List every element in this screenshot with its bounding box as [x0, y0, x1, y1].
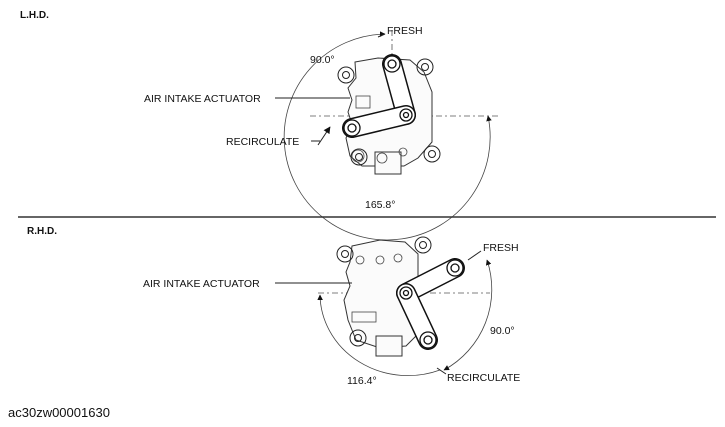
- figure-caption: ac30zw00001630: [8, 405, 110, 420]
- rhd-angle-large: 116.4°: [347, 375, 377, 387]
- lhd-section-label: L.H.D.: [20, 10, 49, 21]
- rhd-section: R.H.D.: [27, 226, 520, 387]
- lhd-mount-ear-bottom-right: [423, 145, 441, 163]
- rhd-angle-arc: [443, 259, 493, 371]
- rhd-section-label: R.H.D.: [27, 226, 57, 237]
- lhd-mount-ear-bottom-left: [350, 148, 368, 166]
- rhd-fresh-label: FRESH: [483, 242, 519, 254]
- lhd-pivot-center: [399, 108, 413, 122]
- rhd-pivot-recirculate: [419, 331, 437, 349]
- lhd-pivot-fresh: [383, 55, 401, 73]
- rhd-recirculate-leader: [436, 367, 447, 375]
- lhd-mount-ear-top-left: [337, 66, 355, 84]
- lhd-fresh-leader: [377, 33, 386, 38]
- lhd-angle-small: 90.0°: [310, 54, 335, 66]
- rhd-recirculate-label: RECIRCULATE: [447, 372, 520, 384]
- rhd-actuator-label: AIR INTAKE ACTUATOR: [143, 278, 260, 290]
- lhd-mount-ear-top-right: [416, 58, 434, 76]
- rhd-actuator-housing: [343, 239, 419, 357]
- rhd-angle-small: 90.0°: [490, 325, 515, 337]
- rhd-fresh-leader: [467, 250, 482, 261]
- lhd-section: L.H.D.: [20, 10, 500, 241]
- lhd-lever-recirculate: [342, 105, 416, 138]
- rhd-pivot-center: [399, 286, 413, 300]
- lhd-recirculate-label: RECIRCULATE: [226, 136, 299, 148]
- rhd-swing-arc: [317, 294, 441, 376]
- lhd-pivot-recirculate: [343, 119, 361, 137]
- lhd-actuator-label: AIR INTAKE ACTUATOR: [144, 93, 261, 105]
- lhd-angle-large: 165.8°: [365, 199, 395, 211]
- rhd-mount-ear-top-right: [414, 236, 432, 254]
- rhd-mount-ear-bottom-left: [349, 329, 367, 347]
- lhd-fresh-label: FRESH: [387, 25, 423, 37]
- lhd-recirculate-arrow: [317, 126, 331, 146]
- rhd-mount-ear-top-left: [336, 245, 354, 263]
- rhd-pivot-fresh: [446, 259, 464, 277]
